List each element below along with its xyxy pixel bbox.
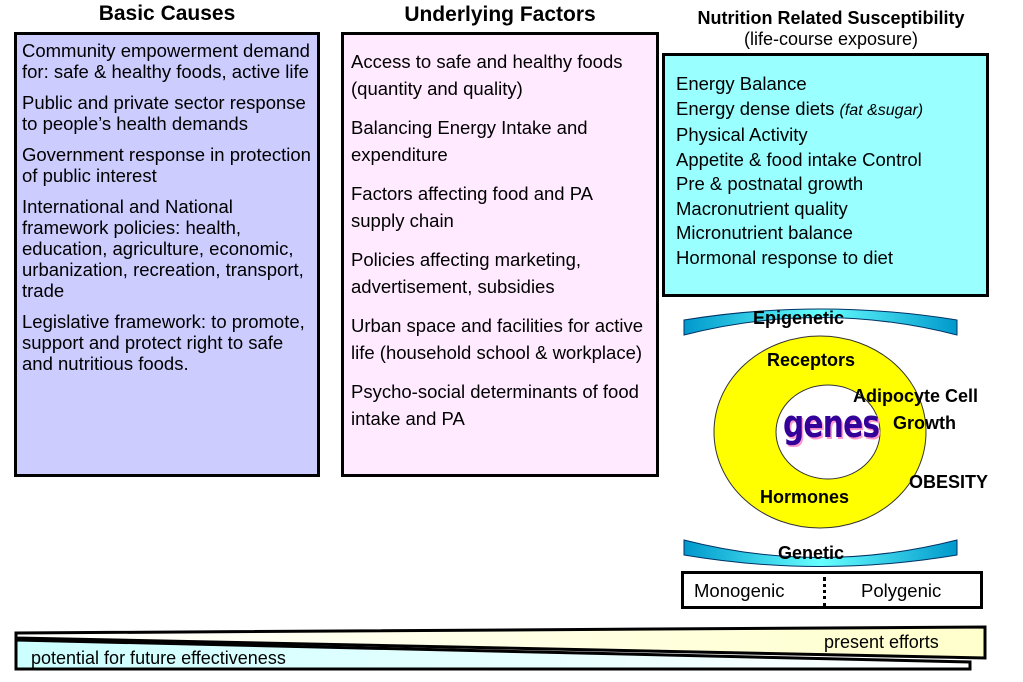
susceptibility-item: Hormonal response to diet [676, 246, 893, 268]
underlying-factor-item: Access to safe and healthy foods (quanti… [351, 51, 623, 99]
adipocyte-label: Adipocyte Cell [853, 386, 979, 406]
basic-causes-title: Basic Causes [98, 2, 236, 25]
basic-cause-item: Community empowerment demand for: safe &… [22, 40, 310, 82]
genetic-label: Genetic [778, 543, 845, 563]
susceptibility-item: Energy Balance [676, 73, 807, 94]
basic-causes-box: Community empowerment demand for: safe &… [14, 32, 320, 477]
underlying-factor-item: Urban space and facilities for active li… [351, 315, 644, 363]
underlying-factor-item: Psycho-social determinants of food intak… [351, 381, 639, 429]
susceptibility-item: Macronutrient quality [676, 197, 848, 219]
growth-label: Growth [893, 413, 956, 433]
susceptibility-item: Energy dense diets (fat &sugar) [676, 97, 982, 124]
inner-ring [775, 384, 881, 480]
susceptibility-box: Energy Balance Energy dense diets (fat &… [662, 53, 989, 297]
underlying-factors-title: Underlying Factors [404, 3, 596, 26]
epigenetic-label: Epigenetic [753, 308, 845, 328]
receptors-label: Receptors [767, 350, 856, 370]
underlying-factors-box: Access to safe and healthy foods (quanti… [341, 32, 659, 477]
obesity-label: OBESITY [909, 472, 989, 492]
underlying-factor-item: Factors affecting food and PA supply cha… [351, 183, 592, 231]
susceptibility-item: Micronutrient balance [676, 222, 853, 243]
basic-cause-item: Government response in protection of pub… [22, 144, 311, 186]
future-effectiveness-band [14, 638, 972, 671]
basic-cause-item: Legislative framework: to promote, suppo… [22, 311, 305, 374]
basic-cause-item: Public and private sector response to pe… [22, 92, 306, 134]
present-efforts-label: present efforts [824, 632, 939, 652]
fat-sugar-note: (fat &sugar) [839, 101, 924, 119]
underlying-factor-item: Balancing Energy Intake and expenditure [351, 117, 588, 165]
monogenic-label: Monogenic [694, 580, 785, 601]
susceptibility-item: Physical Activity [676, 124, 808, 145]
epigenetic-band [683, 308, 958, 336]
basic-cause-item: International and National framework pol… [22, 196, 304, 301]
genes-wordart: genes [783, 402, 880, 446]
present-efforts-band [14, 625, 987, 660]
nutrition-susceptibility-title: Nutrition Related Susceptibility [697, 8, 965, 28]
energy-dense-label: Energy dense diets [676, 97, 840, 119]
susceptibility-item: Appetite & food intake Control [676, 148, 922, 170]
hormones-label: Hormones [760, 487, 850, 507]
polygenic-label: Polygenic [861, 580, 942, 601]
dotted-divider [823, 577, 826, 607]
genetic-type-box: Monogenic Polygenic [681, 571, 983, 609]
life-course-subtitle: (life-course exposure) [743, 29, 919, 49]
future-effectiveness-label: potential for future effectiveness [31, 648, 286, 668]
underlying-factor-item: Policies affecting marketing, advertisem… [351, 249, 581, 297]
genetic-band [683, 539, 958, 567]
susceptibility-item: Pre & postnatal growth [676, 173, 864, 194]
